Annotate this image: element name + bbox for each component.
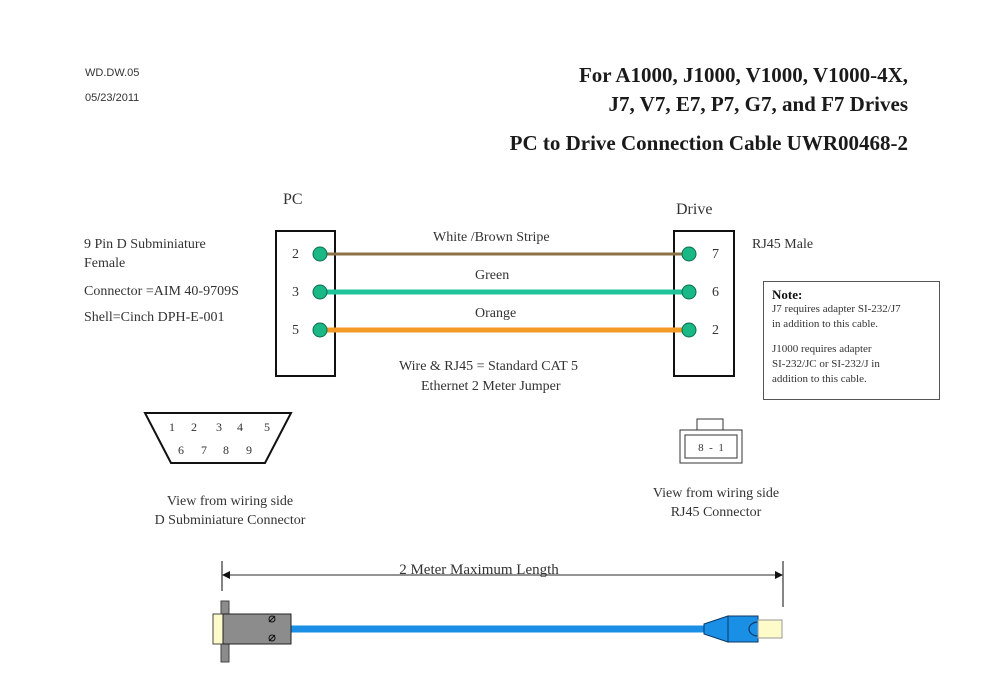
rj45-caption-line1: View from wiring side [653, 486, 779, 501]
dsub-pin-number: 8 [223, 443, 229, 457]
dsub-plug-pins [212, 613, 224, 645]
dsub-screw-icon [268, 634, 276, 642]
arrowhead-left-icon [222, 571, 230, 579]
document-date: 05/23/2011 [85, 92, 140, 104]
pc-pin-number: 3 [292, 285, 299, 300]
dsub-pin-number: 7 [201, 443, 207, 457]
rj45-caption-line2: RJ45 Connector [671, 505, 762, 520]
drive-pin-number: 7 [712, 247, 719, 262]
pc-desc-line2: Female [84, 256, 126, 271]
note-box: Note: J7 requires adapter SI-232/J7 in a… [763, 281, 940, 400]
rj45-boot [703, 615, 729, 643]
rj45-body [727, 615, 759, 643]
dsub-pin-number: 6 [178, 443, 184, 457]
wire-label-brown: White /Brown Stripe [433, 230, 550, 245]
pc-label: PC [283, 191, 303, 208]
dsub-pin-number: 9 [246, 443, 252, 457]
dsub-caption-line2: D Subminiature Connector [155, 513, 306, 528]
dsub-pin-number: 2 [191, 420, 197, 434]
drive-pin-dot [681, 246, 697, 262]
document-id: WD.DW.05 [85, 67, 140, 79]
note-line: SI-232/JC or SI-232/J in [772, 358, 880, 370]
note-line: J7 requires adapter SI-232/J7 [772, 303, 901, 315]
pc-pin-dot [312, 284, 328, 300]
pc-pin-dot [312, 246, 328, 262]
title-line-2: J7, V7, E7, P7, G7, and F7 Drives [608, 92, 908, 116]
drive-pin-number: 6 [712, 285, 719, 300]
arrowhead-right-icon [775, 571, 783, 579]
pc-shell-part: Shell=Cinch DPH-E-001 [84, 310, 225, 325]
dsub-body [222, 613, 292, 645]
drive-connector-type: RJ45 Male [752, 237, 814, 252]
note-title: Note: [772, 287, 803, 302]
drive-label: Drive [676, 201, 713, 218]
rj45-face-inner [684, 434, 738, 459]
dsub-face-outline [143, 412, 293, 464]
title-line-1: For A1000, J1000, V1000, V1000-4X, [578, 63, 908, 87]
dsub-caption-line1: View from wiring side [167, 494, 293, 509]
pc-pin-dot [312, 322, 328, 338]
note-line: addition to this cable. [772, 373, 867, 385]
title-cable-name: PC to Drive Connection Cable UWR00468-2 [509, 131, 908, 155]
wire-label-orange: Orange [475, 306, 517, 321]
rj45-latch-curve [748, 621, 759, 637]
drive-pin-number: 2 [712, 323, 719, 338]
pc-pin-number: 2 [292, 247, 299, 262]
dsub-screw-icon [268, 615, 276, 623]
rj45-latch [696, 418, 724, 431]
drive-pin-dot [681, 322, 697, 338]
pc-pin-number: 5 [292, 323, 299, 338]
dsub-pin-number: 1 [169, 420, 175, 434]
pc-connector-part: Connector =AIM 40-9709S [84, 284, 239, 299]
note-line: in addition to this cable. [772, 318, 879, 330]
dsub-pin-number: 3 [216, 420, 222, 434]
wire-spec-line1: Wire & RJ45 = Standard CAT 5 [399, 359, 578, 374]
note-line: J1000 requires adapter [772, 343, 872, 355]
dsub-pin-number: 5 [264, 420, 270, 434]
wire-label-green: Green [475, 268, 510, 283]
rj45-contacts [757, 619, 783, 639]
wire-spec-line2: Ethernet 2 Meter Jumper [421, 379, 561, 394]
drive-pin-dot [681, 284, 697, 300]
length-label: 2 Meter Maximum Length [399, 562, 559, 578]
rj45-pin-range: 8 - 1 [698, 442, 724, 454]
pc-desc-line1: 9 Pin D Subminiature [84, 237, 206, 252]
dsub-pin-number: 4 [237, 420, 243, 434]
